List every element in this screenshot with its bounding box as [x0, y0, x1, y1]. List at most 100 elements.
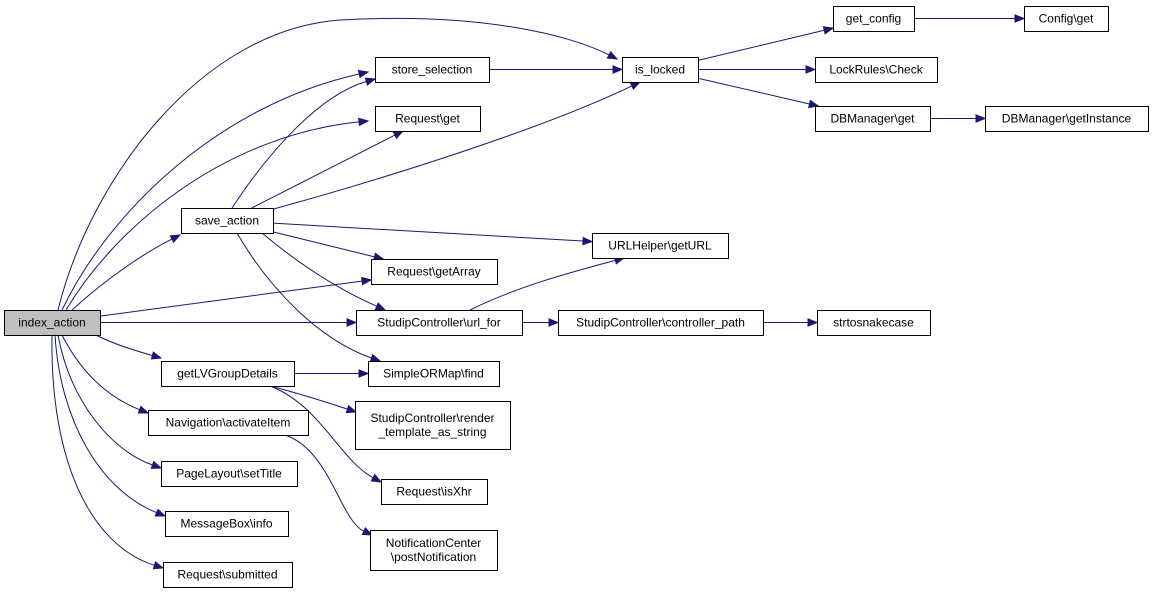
- node-getlvgroupdetails[interactable]: getLVGroupDetails: [161, 361, 295, 387]
- edge-save_action-to-urlhelper_geturl: [272, 222, 594, 246]
- edge-save_action-to-store_selection: [231, 77, 377, 209]
- edge-line: [61, 73, 360, 311]
- edge-save_action-to-request_get: [251, 130, 405, 209]
- nodes-layer: index_action save_action store_selectionRe…: [4, 6, 1149, 588]
- node-label: Config\get: [1039, 12, 1094, 26]
- node-box: [165, 511, 289, 537]
- node-label: SimpleORMap\find: [383, 367, 484, 381]
- node-label: NotificationCenter: [386, 536, 481, 550]
- arrowhead-icon: [822, 26, 835, 35]
- node-navigation-activateitem[interactable]: Navigation\activateItem: [148, 410, 309, 436]
- edge-line: [236, 232, 372, 359]
- node-notificationcenter-post[interactable]: NotificationCenter\postNotification: [370, 530, 498, 571]
- node-box: [592, 233, 729, 259]
- arrowhead-icon: [364, 77, 377, 86]
- arrowhead-icon: [807, 318, 819, 327]
- arrowhead-icon: [150, 460, 163, 469]
- edges-layer: [51, 14, 1026, 570]
- edge-save_action-to-request_getarray: [272, 231, 385, 261]
- edge-index_action-to-studip_url_for: [100, 318, 358, 327]
- arrowhead-icon: [358, 117, 370, 127]
- arrowhead-icon: [582, 236, 594, 246]
- edge-index_action-to-request_getarray: [99, 276, 373, 317]
- node-box: [371, 259, 498, 285]
- edge-line: [95, 334, 153, 357]
- edge-index_action-to-navigation_activateitem: [61, 334, 150, 414]
- node-box: [833, 6, 915, 32]
- node-box: [355, 401, 511, 450]
- node-box: [148, 410, 309, 436]
- arrowhead-icon: [361, 527, 374, 536]
- node-lockrules-check[interactable]: LockRules\Check: [815, 57, 938, 83]
- edge-is_locked-to-dbmanager_get: [697, 77, 820, 109]
- arrowhead-icon: [805, 65, 817, 74]
- node-get-config[interactable]: get_config: [833, 6, 915, 32]
- edge-index_action-to-pagelayout_settitle: [57, 334, 163, 469]
- node-dbmanager-get[interactable]: DBManager\get: [815, 106, 931, 132]
- node-strtosnakecase[interactable]: strtosnakecase: [817, 310, 931, 336]
- node-label: URLHelper\getURL: [608, 239, 712, 253]
- node-box: [381, 479, 488, 505]
- node-label: _template_as_string: [377, 425, 486, 439]
- edge-line: [51, 334, 155, 566]
- node-pagelayout-settitle[interactable]: PageLayout\setTitle: [161, 461, 298, 487]
- node-studip-url-for[interactable]: StudipController\url_for: [356, 310, 523, 336]
- edge-save_action-to-studip_url_for: [261, 232, 387, 311]
- node-box: [815, 57, 938, 83]
- edge-index_action-to-save_action: [71, 234, 182, 311]
- node-label: Request\isXhr: [396, 485, 471, 499]
- node-request-isxhr[interactable]: Request\isXhr: [381, 479, 488, 505]
- edge-index_action-to-messagebox_info: [54, 334, 167, 517]
- arrowhead-icon: [369, 353, 382, 362]
- arrowhead-icon: [154, 508, 167, 517]
- node-label: get_config: [846, 12, 901, 26]
- node-label: StudipController\url_for: [377, 316, 500, 330]
- arrowhead-icon: [1014, 14, 1026, 23]
- node-index-action[interactable]: index_action: [4, 310, 101, 336]
- node-simpleormap-find[interactable]: SimpleORMap\find: [368, 361, 500, 387]
- edge-line: [469, 259, 616, 311]
- edge-line: [54, 334, 157, 514]
- node-label: \postNotification: [391, 550, 476, 564]
- node-request-get[interactable]: Request\get: [375, 106, 481, 132]
- node-studip-render-template[interactable]: StudipController\render_template_as_stri…: [355, 401, 511, 450]
- node-box: [163, 562, 293, 588]
- edge-line: [57, 334, 153, 466]
- edge-line: [65, 121, 360, 311]
- arrowhead-icon: [169, 234, 182, 244]
- node-save-action[interactable]: save_action: [181, 208, 274, 234]
- node-box: [985, 106, 1149, 132]
- edge-navigation_activateitem-to-notificationcenter_post: [284, 434, 374, 536]
- edge-studip_url_for-to-studip_controller_path: [522, 318, 560, 327]
- node-label: index_action: [18, 316, 85, 330]
- node-dbmanager-getinstance[interactable]: DBManager\getInstance: [985, 106, 1149, 132]
- edge-line: [284, 434, 365, 532]
- node-label: Request\get: [395, 112, 460, 126]
- edge-line: [272, 222, 584, 242]
- node-messagebox-info[interactable]: MessageBox\info: [165, 511, 289, 537]
- edge-index_action-to-store_selection: [61, 69, 370, 311]
- node-label: Navigation\activateItem: [166, 416, 291, 430]
- arrowhead-icon: [975, 114, 987, 123]
- arrowhead-icon: [150, 351, 163, 360]
- arrowhead-icon: [374, 302, 387, 311]
- node-is-locked[interactable]: is_locked: [622, 57, 699, 83]
- node-label: Request\getArray: [387, 265, 480, 279]
- node-box: [817, 310, 931, 336]
- edge-line: [231, 81, 367, 209]
- edge-line: [71, 238, 173, 311]
- node-box: [161, 361, 295, 387]
- edge-line: [269, 385, 374, 479]
- node-config-get[interactable]: Config\get: [1024, 6, 1109, 32]
- node-studip-controller-path[interactable]: StudipController\controller_path: [558, 310, 764, 336]
- node-urlhelper-geturl[interactable]: URLHelper\getURL: [592, 233, 729, 259]
- node-store-selection[interactable]: store_selection: [375, 57, 490, 83]
- arrowhead-icon: [152, 561, 165, 570]
- edge-is_locked-to-lockrules_check: [698, 65, 817, 74]
- node-label: MessageBox\info: [180, 517, 272, 531]
- node-request-getarray[interactable]: Request\getArray: [371, 259, 498, 285]
- node-label: Request\submitted: [177, 568, 277, 582]
- node-request-submitted[interactable]: Request\submitted: [163, 562, 293, 588]
- arrowhead-icon: [361, 276, 373, 286]
- arrowhead-icon: [548, 318, 560, 327]
